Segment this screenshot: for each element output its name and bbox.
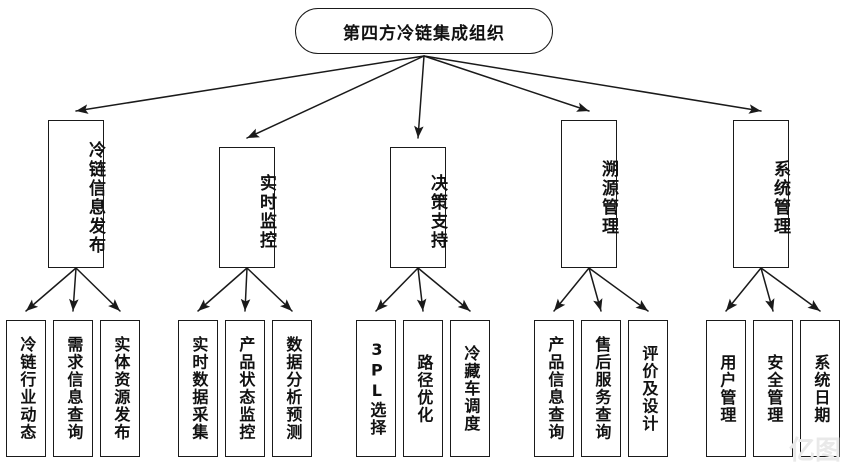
leaf-node-demand-info-query[interactable]: 需求信息查询 <box>53 320 93 457</box>
branch-node-system-management[interactable]: 系统管理 <box>733 120 790 268</box>
leaf-node-security-management[interactable]: 安全管理 <box>753 320 793 457</box>
leaf-node-industry-trends[interactable]: 冷链行业动态 <box>6 320 46 457</box>
leaf-node-data-analysis-forecast[interactable]: 数据分析预测 <box>272 320 312 457</box>
leaf-node-route-optimization[interactable]: 路径优化 <box>403 320 443 457</box>
root-edges <box>75 55 762 139</box>
branch-node-decision-support[interactable]: 决策支持 <box>390 147 447 268</box>
branch-node-realtime-monitor[interactable]: 实时监控 <box>219 147 276 268</box>
leaf-node-product-status-monitor[interactable]: 产品状态监控 <box>225 320 265 457</box>
leaf-node-entity-resource-release[interactable]: 实体资源发布 <box>100 320 140 457</box>
watermark: 亿图 <box>788 436 841 466</box>
leaf-node-realtime-data-collection[interactable]: 实时数据采集 <box>178 320 218 457</box>
branch-edges <box>25 267 821 312</box>
branch-node-info-release[interactable]: 冷链信息发布 <box>48 120 105 268</box>
branch-node-traceability-management[interactable]: 溯源管理 <box>561 120 618 268</box>
leaf-node-user-management[interactable]: 用户管理 <box>706 320 746 457</box>
root-node-fourth-party-cold-chain-org[interactable]: 第四方冷链集成组织 <box>295 8 553 54</box>
leaf-node-3pl-selection[interactable]: 3PL选择 <box>356 320 396 457</box>
leaf-node-after-sales-query[interactable]: 售后服务查询 <box>581 320 621 457</box>
leaf-node-system-date[interactable]: 系统日期 <box>800 320 840 457</box>
leaf-node-product-info-query[interactable]: 产品信息查询 <box>534 320 574 457</box>
leaf-node-refrigerated-vehicle-dispatch[interactable]: 冷藏车调度 <box>450 320 490 457</box>
leaf-node-evaluation-design[interactable]: 评价及设计 <box>628 320 668 457</box>
